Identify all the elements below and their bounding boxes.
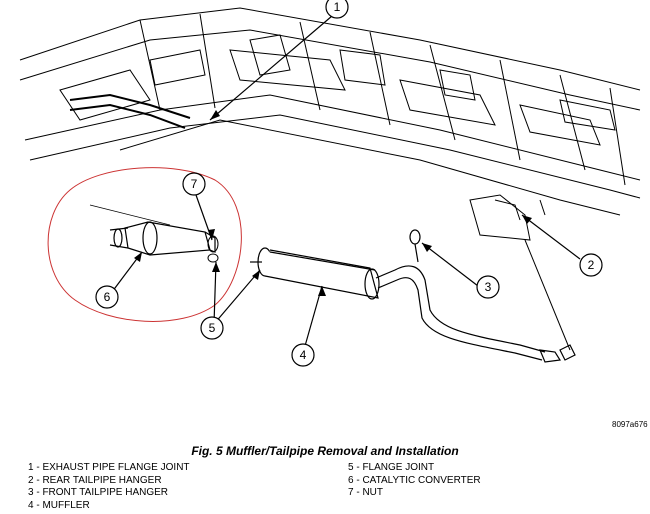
callout-3: 3	[476, 275, 500, 299]
flange-nut	[207, 235, 219, 263]
callout-6: 6	[95, 285, 119, 309]
muffler	[250, 247, 380, 300]
leader-arrowheads	[134, 110, 532, 296]
legend-right: 5 - FLANGE JOINT 6 - CATALYTIC CONVERTER…	[348, 462, 481, 500]
legend-left: 1 - EXHAUST PIPE FLANGE JOINT 2 - REAR T…	[28, 462, 190, 512]
callout-1: 1	[325, 0, 349, 19]
svg-text:3: 3	[485, 280, 492, 294]
callout-2: 2	[579, 253, 603, 277]
tailpipe	[375, 229, 576, 363]
figure-caption: Fig. 5 Muffler/Tailpipe Removal and Inst…	[191, 444, 459, 458]
svg-text:4: 4	[300, 348, 307, 362]
legend-item: 3 - FRONT TAILPIPE HANGER	[28, 487, 169, 498]
leader-lines	[111, 15, 581, 347]
catalytic-converter	[89, 204, 216, 256]
callout-7: 7	[182, 172, 206, 196]
svg-text:5: 5	[209, 321, 216, 335]
figure-code: 8097a676	[612, 420, 648, 429]
svg-text:2: 2	[588, 258, 595, 272]
legend-item: 6 - CATALYTIC CONVERTER	[348, 474, 481, 486]
callout-5: 5	[200, 316, 224, 340]
svg-text:7: 7	[191, 177, 198, 191]
legend-item: 4 - MUFFLER	[28, 499, 90, 511]
svg-text:1: 1	[334, 0, 341, 14]
legend-item: 7 - NUT	[348, 487, 383, 498]
legend-item: 5 - FLANGE JOINT	[348, 462, 435, 473]
svg-text:6: 6	[104, 290, 111, 304]
callout-4: 4	[291, 343, 315, 367]
legend-item: 1 - EXHAUST PIPE FLANGE JOINT	[28, 462, 190, 473]
vehicle-frame	[19, 7, 641, 351]
legend-item: 2 - REAR TAILPIPE HANGER	[28, 474, 162, 486]
